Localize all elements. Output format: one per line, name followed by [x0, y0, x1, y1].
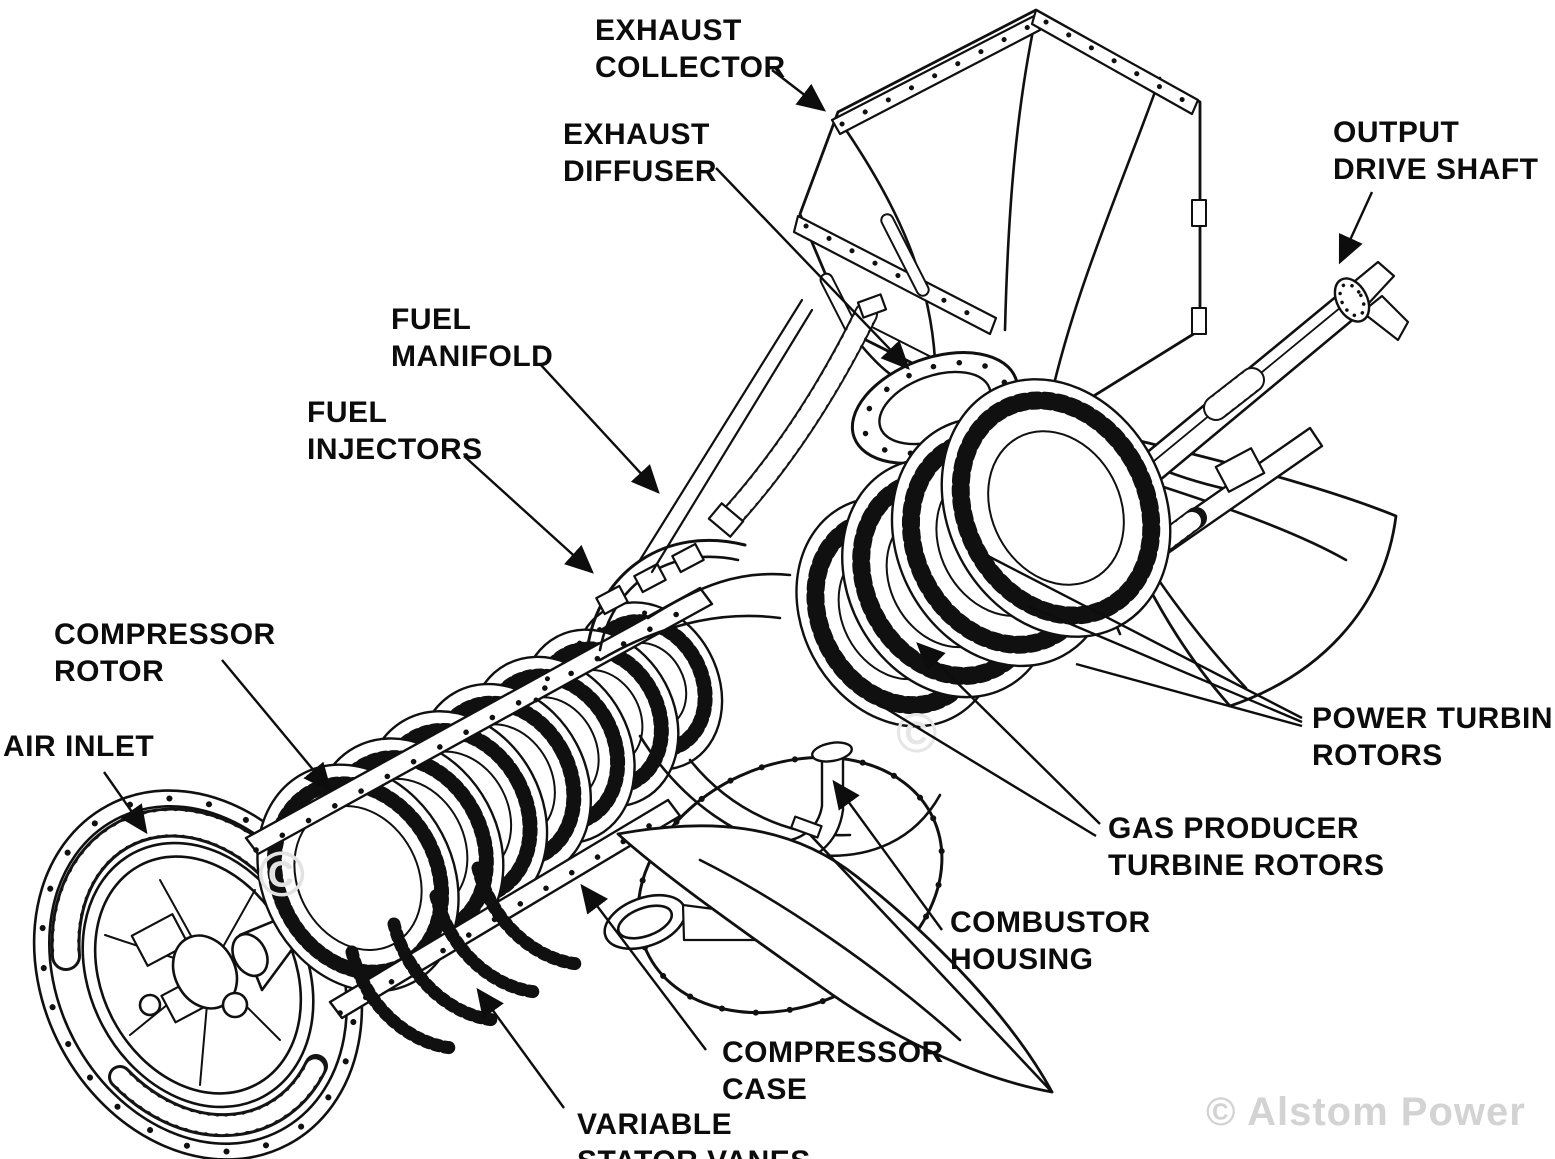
- flexible-hose-art: [707, 293, 888, 538]
- fuel-manifold-art: [533, 298, 814, 703]
- leader-power-turbine-rotors: [1075, 662, 1303, 728]
- leader-compressor-rotor: [221, 659, 332, 792]
- label-air-inlet: AIR INLET: [3, 730, 155, 763]
- leader-variable-stator-vanes: [476, 987, 565, 1109]
- label-power-turbine-rotors: POWER TURBINE ROTORS: [1312, 702, 1555, 772]
- leader-output-drive-shaft: [1338, 191, 1374, 265]
- label-variable-stator-vanes: VARIABLE STATOR VANES: [577, 1108, 810, 1159]
- label-gas-producer-turbine-rotors: GAS PRODUCER TURBINE ROTORS: [1108, 812, 1385, 882]
- copyright-watermark: © Alstom Power: [1206, 1090, 1526, 1134]
- leader-compressor-case: [580, 883, 707, 1051]
- leader-fuel-manifold: [539, 363, 660, 494]
- leader-combustor-housing: [832, 779, 943, 931]
- leader-power-turbine-rotors: [987, 554, 1303, 720]
- label-combustor-housing: COMBUSTOR HOUSING: [950, 906, 1151, 976]
- label-compressor-rotor: COMPRESSOR ROTOR: [54, 618, 276, 688]
- leader-air-inlet: [103, 771, 148, 835]
- label-fuel-injectors: FUEL INJECTORS: [307, 396, 483, 466]
- leader-gas-producer-turbine-rotors: [916, 642, 1101, 825]
- compressor-case-art: [244, 586, 714, 1020]
- ghost-copyright-mark: ©: [258, 838, 305, 910]
- leader-gas-producer-turbine-rotors: [871, 698, 1097, 838]
- label-fuel-manifold: FUEL MANIFOLD: [391, 303, 554, 373]
- label-compressor-case: COMPRESSOR CASE: [722, 1036, 944, 1106]
- power-turbine-rotors-art: [890, 378, 1172, 668]
- label-exhaust-collector: EXHAUST COLLECTOR: [595, 14, 786, 84]
- leader-exhaust-diffuser: [715, 167, 910, 370]
- leader-fuel-injectors: [463, 455, 594, 574]
- exhaust-scroll-lower-art: [616, 815, 1054, 1094]
- leader-exhaust-collector: [771, 69, 827, 112]
- label-output-drive-shaft: OUTPUT DRIVE SHAFT: [1333, 116, 1539, 186]
- leader-power-turbine-rotors: [1027, 604, 1303, 724]
- exhaust-collector-art: [792, 8, 1207, 430]
- label-exhaust-diffuser: EXHAUST DIFFUSER: [563, 118, 717, 188]
- ghost-copyright-mark: ©: [896, 701, 937, 764]
